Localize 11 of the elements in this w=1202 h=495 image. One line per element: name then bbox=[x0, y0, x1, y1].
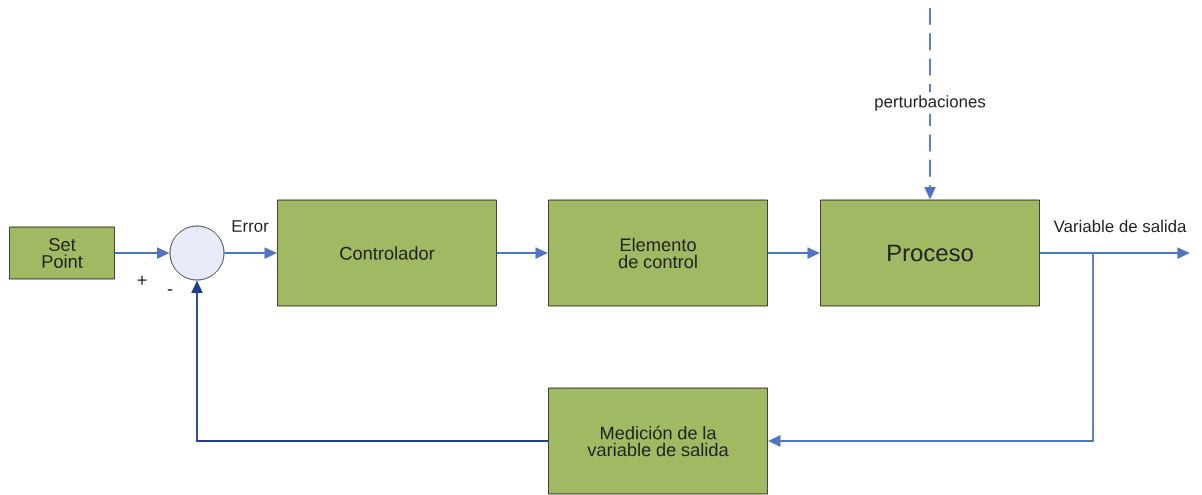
edge-label: Variable de salida bbox=[1053, 219, 1187, 233]
summing-junction bbox=[169, 225, 225, 281]
edge-label: perturbaciones bbox=[871, 92, 989, 114]
process-box: Medición de la variable de salida bbox=[548, 387, 768, 495]
process-box: Elemento de control bbox=[548, 199, 768, 307]
process-box: Proceso bbox=[820, 199, 1040, 307]
process-box: Set Point bbox=[9, 226, 115, 280]
sign-label: - bbox=[167, 289, 173, 291]
sign-label: + bbox=[137, 275, 147, 285]
process-box: Controlador bbox=[277, 199, 497, 307]
edge-label: Error bbox=[232, 220, 269, 232]
